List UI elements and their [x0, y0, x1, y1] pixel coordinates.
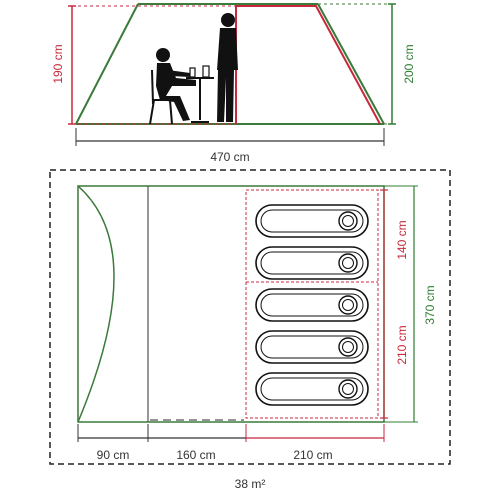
mugs-icon [189, 65, 210, 78]
sleeping-bag-hood [338, 337, 358, 357]
tent-right-slope [317, 3, 385, 125]
sleeping-bag-hood-inner [342, 257, 354, 269]
sleeping-bag-inner [260, 251, 364, 275]
tent-floor-plan: 140 cm 210 cm 370 cm 90 cm 160 cm 210 cm… [49, 169, 451, 491]
tent-side-view: 190 cm 200 cm 470 cm [51, 3, 416, 164]
floor-depth-label: 370 cm [423, 285, 437, 324]
sleeping-bag-inner [260, 293, 364, 317]
sleeping-bag-inner [260, 335, 364, 359]
tent-left-slope [75, 3, 139, 125]
sleeping-bag-hood [338, 295, 358, 315]
seated-person-figure [156, 48, 196, 121]
sleeping-bag-outline [255, 288, 369, 322]
bedroom-depth-1-label: 140 cm [395, 220, 409, 259]
sleeping-bag-hood-inner [342, 341, 354, 353]
sleeping-bag-hood [338, 253, 358, 273]
bedroom-depth-2-label: 210 cm [395, 325, 409, 364]
footprint-dashed-outline [49, 169, 451, 465]
width-label: 470 cm [210, 150, 249, 164]
sleeping-bag [255, 204, 369, 238]
sleeping-bag [255, 246, 369, 280]
standing-person-figure [217, 13, 238, 122]
chair-figure [149, 69, 173, 125]
porch-length-label: 90 cm [97, 448, 130, 462]
inner-room-outline [235, 5, 381, 125]
inner-height-label: 190 cm [51, 44, 65, 83]
sleeping-bag-hood-inner [342, 215, 354, 227]
sleeping-bag-hood [338, 379, 358, 399]
sleeping-bag-hood-inner [342, 299, 354, 311]
sleeping-bag [255, 330, 369, 364]
sleeping-bag-outline [255, 330, 369, 364]
sleeping-bag-hood-inner [342, 383, 354, 395]
sleeping-bags-group [255, 204, 369, 406]
sleeping-bag-inner [260, 377, 364, 401]
sleeping-bag-hood [338, 211, 358, 231]
bedroom-dashed-outline [245, 189, 379, 419]
outer-height-label: 200 cm [402, 44, 416, 83]
sleeping-bag [255, 288, 369, 322]
sleeping-bag-outline [255, 204, 369, 238]
sleeping-bag-outline [255, 372, 369, 406]
floor-area-label: 38 m² [235, 477, 266, 491]
table-figure [186, 77, 214, 123]
porch-curve [77, 185, 115, 423]
living-length-label: 160 cm [176, 448, 215, 462]
sleeping-bag-inner [260, 209, 364, 233]
bedroom-length-label: 210 cm [293, 448, 332, 462]
sleeping-bag-outline [255, 246, 369, 280]
sleeping-bag [255, 372, 369, 406]
